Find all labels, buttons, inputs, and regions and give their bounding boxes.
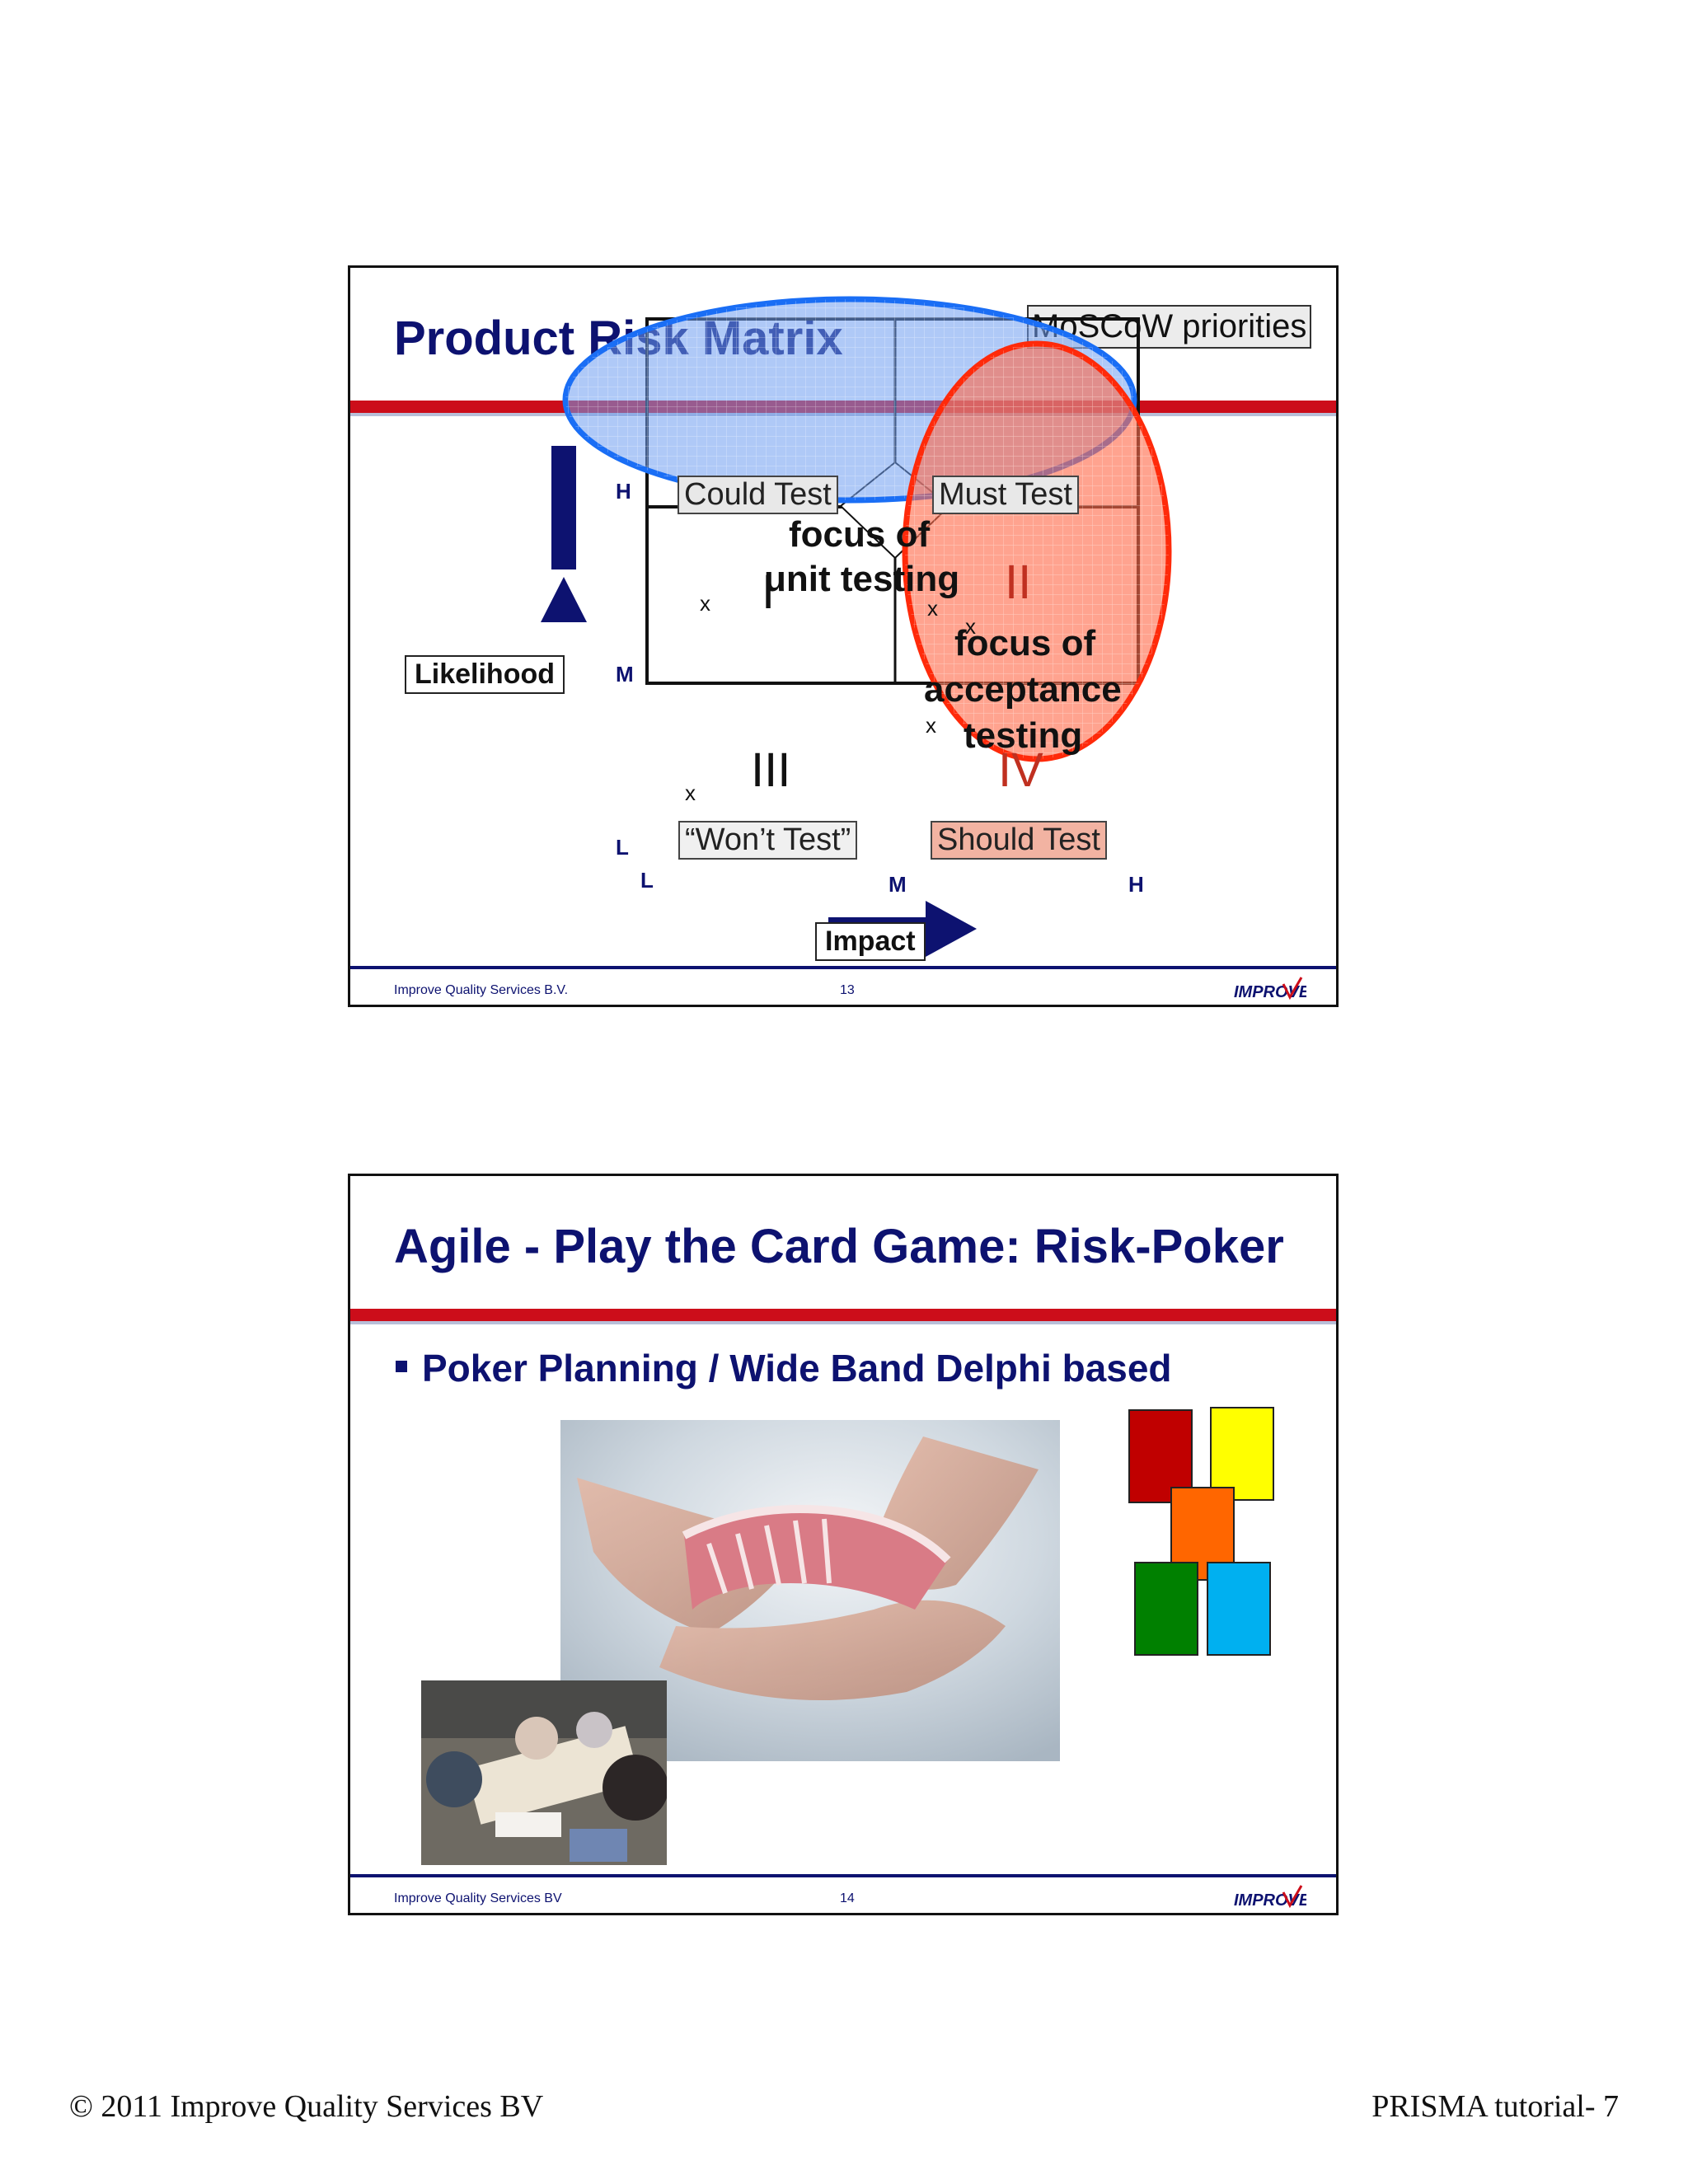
green-card (1134, 1562, 1198, 1656)
risk-item-marker: x (700, 591, 710, 616)
slide-number: 13 (840, 983, 855, 997)
focus-acceptance-line2: acceptance (924, 669, 1122, 710)
risk-item-marker: x (927, 596, 938, 621)
footer-divider (350, 1874, 1336, 1877)
yellow-card (1210, 1407, 1274, 1501)
y-axis-label-h: H (616, 479, 631, 504)
risk-item-marker: x (685, 780, 696, 805)
quadrant-iii-numeral: III (751, 743, 791, 797)
x-axis-label-m: M (889, 872, 907, 897)
svg-text:IMPROVE: IMPROVE (1234, 983, 1306, 1001)
bullet-item: Poker Planning / Wide Band Delphi based (396, 1346, 1172, 1390)
page-footer-title: PRISMA tutorial- 7 (1372, 2089, 1619, 2124)
improve-logo: IMPROVE (1234, 1885, 1306, 1910)
x-axis-label-l: L (640, 868, 654, 893)
improve-logo: IMPROVE (1234, 977, 1306, 1001)
quadrant-iv-numeral: IV (998, 743, 1043, 797)
slide-number: 14 (840, 1891, 855, 1905)
focus-unit-line2: unit testing (764, 559, 960, 599)
likelihood-arrow (541, 446, 587, 622)
bullet-text: Poker Planning / Wide Band Delphi based (422, 1347, 1172, 1390)
could-test-label: Could Test (678, 476, 838, 514)
footer-company: Improve Quality Services BV (394, 1891, 562, 1905)
copyright-footer: © 2011 Improve Quality Services BV (69, 2089, 544, 2124)
focus-acceptance-line1: focus of (954, 623, 1096, 663)
svg-text:IMPROVE: IMPROVE (1234, 1891, 1306, 1910)
wont-test-label: “Won’t Test” (678, 821, 858, 860)
moscow-badge: MoSCoW priorities (1027, 305, 1312, 349)
quadrant-i-numeral: I (762, 565, 776, 619)
quadrant-ii-numeral: II (1005, 555, 1032, 609)
must-test-label: Must Test (932, 476, 1079, 514)
risk-item-marker: x (926, 713, 936, 738)
slide-title: Agile - Play the Card Game: Risk-Poker (394, 1220, 1284, 1273)
x-axis-label-h: H (1128, 872, 1144, 897)
y-axis-label-l: L (616, 835, 629, 860)
focus-unit-line1: focus of (789, 514, 931, 555)
slide-product-risk-matrix: Product Risk Matrix MoSCoW priorities (348, 265, 1339, 1007)
risk-item-marker: x (965, 614, 976, 639)
slide-risk-poker: Agile - Play the Card Game: Risk-Poker P… (348, 1174, 1339, 1915)
team-playing-photo (421, 1680, 667, 1865)
bullet-square-icon (396, 1360, 407, 1372)
y-axis-label-m: M (616, 662, 634, 687)
likelihood-label: Likelihood (405, 655, 565, 694)
title-divider (350, 1309, 1336, 1324)
footer-company: Improve Quality Services B.V. (394, 983, 569, 997)
focus-acceptance-line3: testing (964, 715, 1083, 756)
blue-card (1207, 1562, 1271, 1656)
footer-divider (350, 966, 1336, 969)
hands-holding-cards-photo (560, 1420, 1060, 1761)
risk-matrix-diagram (541, 296, 1172, 957)
impact-label: Impact (815, 922, 926, 961)
should-test-label: Should Test (931, 821, 1107, 860)
